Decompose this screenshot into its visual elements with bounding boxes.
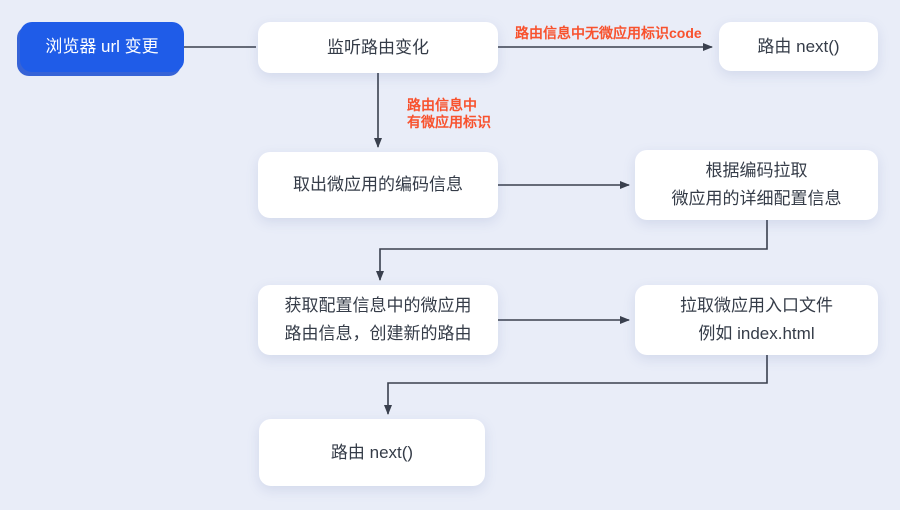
edge-label-no-micro-app-code: 路由信息中无微应用标识code	[515, 25, 702, 41]
connector-config-to-newroute	[376, 220, 768, 281]
node-extract-micro-app-code-label: 取出微应用的编码信息	[293, 175, 463, 194]
node-route-next-top-label: 路由 next()	[757, 36, 840, 56]
edge-label-has-micro-app-code-line2: 有微应用标识	[407, 114, 491, 130]
connector-entry-to-next-bottom	[384, 355, 768, 415]
node-browser-url-change-label: 浏览器 url 变更	[45, 37, 159, 56]
node-fetch-config-line1: 根据编码拉取	[705, 161, 808, 180]
edge-label-has-micro-app-code-line1: 路由信息中	[407, 97, 477, 113]
node-create-new-route: 获取配置信息中的微应用 路由信息，创建新的路由	[258, 285, 498, 355]
node-route-next-bottom: 路由 next()	[259, 419, 485, 486]
node-listen-route-change-label: 监听路由变化	[327, 37, 429, 57]
node-route-next-bottom-label: 路由 next()	[330, 442, 414, 462]
node-fetch-config-line2: 微应用的详细配置信息	[671, 189, 842, 208]
node-fetch-entry-file: 拉取微应用入口文件 例如 index.html	[635, 285, 878, 355]
node-fetch-entry-file-line2: 例如 index.html	[698, 324, 815, 343]
node-route-next-top: 路由 next()	[719, 22, 878, 71]
node-create-new-route-line1: 获取配置信息中的微应用	[284, 296, 472, 315]
node-fetch-config-by-code: 根据编码拉取 微应用的详细配置信息	[635, 150, 878, 220]
node-extract-micro-app-code: 取出微应用的编码信息	[258, 152, 498, 218]
node-fetch-entry-file-line1: 拉取微应用入口文件	[680, 296, 833, 315]
node-browser-url-change: 浏览器 url 变更	[20, 22, 184, 72]
node-listen-route-change: 监听路由变化	[258, 22, 498, 73]
node-create-new-route-line2: 路由信息，创建新的路由	[284, 324, 472, 343]
edge-label-has-micro-app-code: 路由信息中 有微应用标识	[407, 97, 491, 131]
